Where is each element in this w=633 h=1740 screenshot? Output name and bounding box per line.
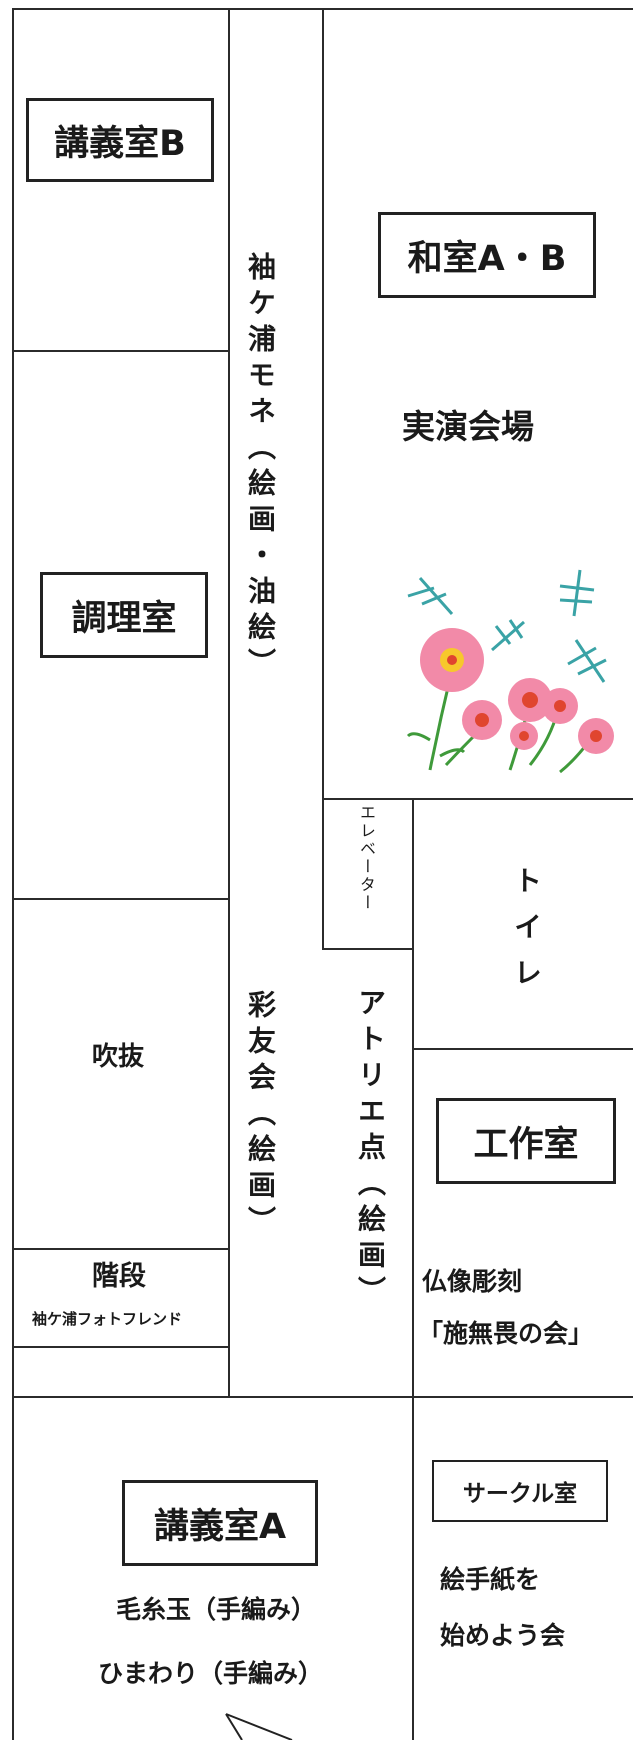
atelier-label: アトリエ点（絵画） [354,988,387,1312]
workshop-group-2-label: 「施無畏の会」 [418,1319,594,1348]
circle-group-1-label: 絵手紙を [440,1565,541,1594]
dragonfly-icon [407,569,607,683]
demo-venue-label: 実演会場 [402,407,534,446]
lecture-a-group-2-label: ひまわり（手編み） [98,1659,324,1688]
wall-stairs-bottom [12,1346,228,1348]
cosmos-flower-icon [420,628,614,754]
corridor-group-1-label: 袖ケ浦モネ（絵画・油絵） [244,252,277,684]
lecture-room-b-label: 講義室B [26,98,214,182]
stairs-group-label: 袖ケ浦フォトフレンド [32,1310,183,1328]
wall-washitsu-left [322,8,324,950]
workshop-group-1-label: 仏像彫刻 [422,1267,523,1296]
circle-room-label: サークル室 [432,1460,608,1522]
flower-illustration [406,569,614,774]
wall-toilet-bottom [412,1048,633,1050]
wall-atrium-bottom [12,1248,228,1250]
cooking-room-label: 調理室 [40,572,208,658]
circle-group-2-label: 始めよう会 [440,1621,566,1650]
wall-cooking-bottom [12,898,228,900]
wall-left-column-right [228,8,230,1398]
elevator-label: エレベーター [357,804,376,912]
wall-elevator-bottom [322,948,412,950]
workshop-label: 工作室 [436,1098,616,1184]
wall-washitsu-bottom [322,798,633,800]
lecture-a-group-1-label: 毛糸玉（手編み） [116,1595,317,1624]
toilet-label: トイレ [510,866,543,1004]
atrium-label: 吹抜 [92,1042,145,1072]
washitsu-label: 和室A・B [378,212,596,298]
wall-bottom-section [12,1396,633,1398]
wall-lecture-b-bottom [12,350,228,352]
arrow-icon [225,1713,293,1740]
lecture-room-a-label: 講義室A [122,1480,318,1566]
wall-left [12,8,14,1740]
wall-elevator-right [412,798,414,1740]
corridor-group-2-label: 彩友会（絵画） [244,990,277,1242]
stairs-label: 階段 [92,1261,146,1292]
